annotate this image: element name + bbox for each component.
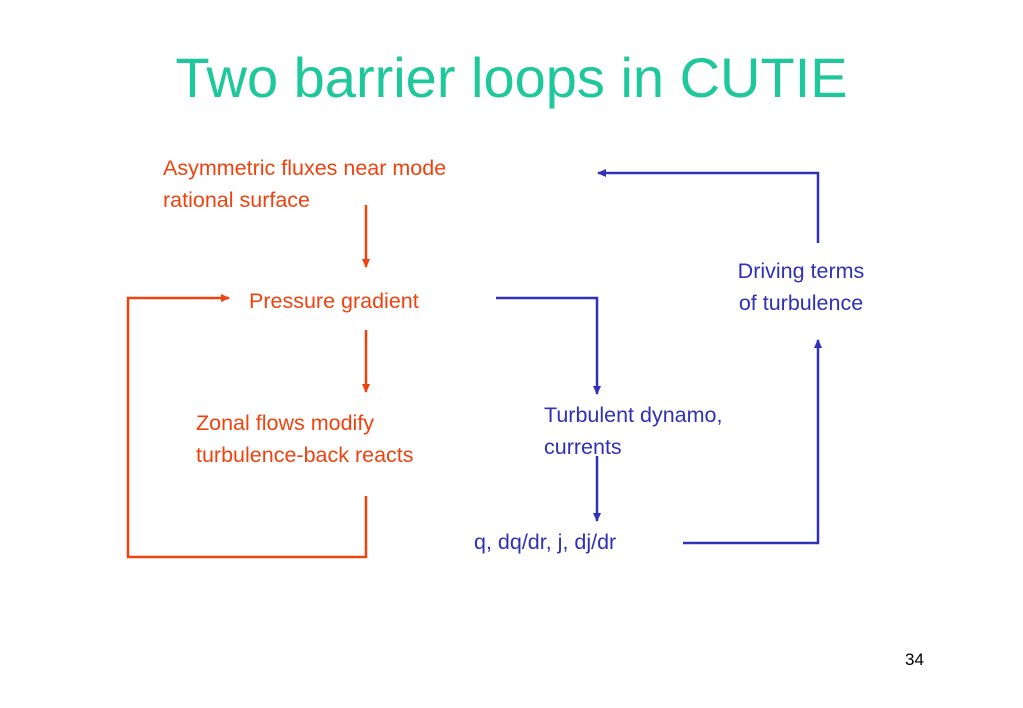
node-asymmetric-fluxes-line2: rational surface bbox=[163, 188, 310, 212]
node-zonal-flows-line1: Zonal flows modify bbox=[196, 411, 375, 435]
node-turbulent-dynamo-line2: currents bbox=[544, 435, 622, 459]
node-zonal-flows: Zonal flows modify turbulence-back react… bbox=[196, 407, 414, 471]
node-turbulent-dynamo-line1: Turbulent dynamo, bbox=[544, 403, 723, 427]
node-asymmetric-fluxes: Asymmetric fluxes near mode rational sur… bbox=[163, 152, 446, 216]
arrow-pressure-to-dynamo bbox=[496, 296, 601, 395]
node-driving-terms: Driving terms of turbulence bbox=[715, 255, 887, 319]
node-asymmetric-fluxes-line1: Asymmetric fluxes near mode bbox=[163, 156, 447, 180]
node-q-profile: q, dq/dr, j, dj/dr bbox=[474, 530, 617, 554]
node-pressure-gradient: Pressure gradient bbox=[249, 289, 419, 313]
node-zonal-flows-line2: turbulence-back reacts bbox=[196, 443, 414, 467]
arrow-zonal-feedback-to-pressure bbox=[126, 294, 368, 559]
node-driving-terms-line2: of turbulence bbox=[738, 291, 864, 315]
node-driving-terms-line1: Driving terms bbox=[737, 259, 865, 283]
arrow-q-profile-to-driving-terms bbox=[683, 339, 822, 545]
node-turbulent-dynamo: Turbulent dynamo, currents bbox=[544, 399, 722, 463]
arrow-driving-terms-to-asymmetric bbox=[597, 169, 820, 243]
page-number: 34 bbox=[905, 650, 924, 669]
slide-title: Two barrier loops in CUTIE bbox=[175, 46, 848, 109]
